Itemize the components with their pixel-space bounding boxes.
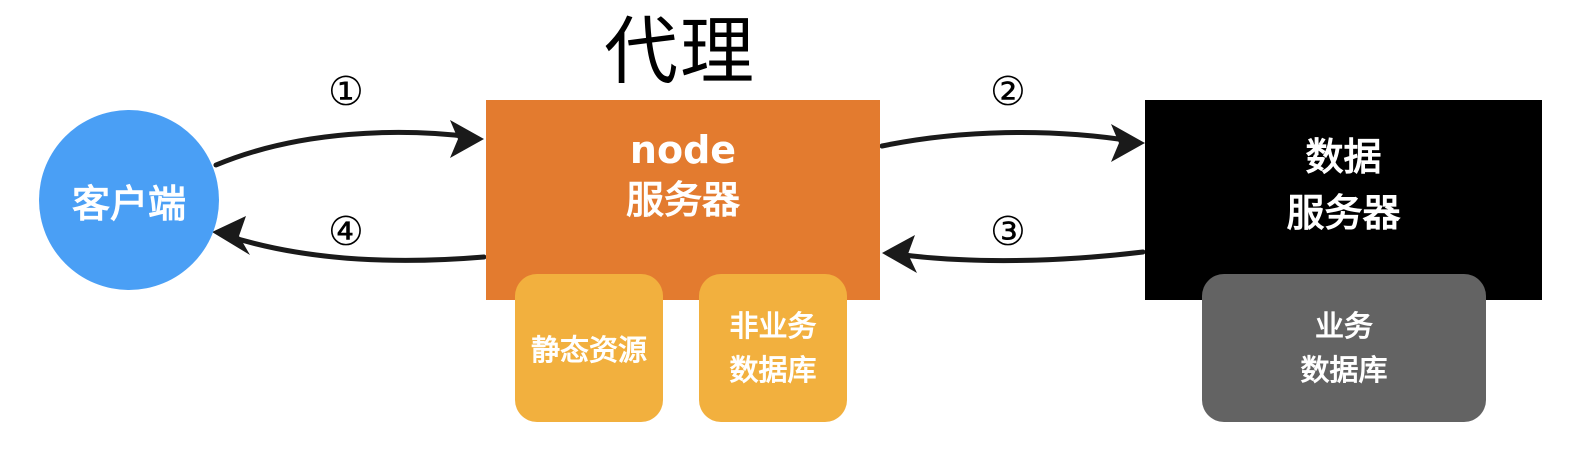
business-db-line1: 业务 (1314, 309, 1373, 343)
non-business-db-line2: 数据库 (729, 353, 817, 387)
step-4-label: ④ (328, 209, 364, 255)
client-node: 客户端 (39, 110, 219, 290)
business-db-line2: 数据库 (1300, 353, 1388, 387)
step-3-label: ③ (990, 209, 1026, 255)
client-label: 客户端 (71, 181, 186, 226)
arrow-data-to-node (893, 249, 1146, 264)
data-server-box: 数据 服务器 (1145, 100, 1542, 300)
arrowhead-node-to-data (1111, 124, 1145, 162)
arrowhead-data-to-node (882, 235, 917, 273)
data-server-line1: 数据 (1305, 135, 1382, 179)
data-server-line2: 服务器 (1286, 191, 1401, 235)
non-business-db-box: 非业务 数据库 (699, 274, 847, 422)
business-db-box: 业务 数据库 (1202, 274, 1486, 422)
node-server-line1: node (629, 128, 737, 172)
arrow-node-to-data (879, 129, 1135, 149)
step-1-label: ① (328, 69, 364, 115)
arrow-node-to-client (225, 233, 487, 263)
static-resources-label: 静态资源 (530, 333, 647, 367)
arrow-client-to-node (213, 129, 475, 168)
arrowhead-client-to-node (450, 120, 484, 158)
non-business-db-line1: 非业务 (729, 309, 817, 343)
node-server-box: node 服务器 (486, 100, 880, 300)
diagram-title: 代理 (604, 9, 756, 95)
arrowhead-node-to-client (212, 216, 250, 255)
static-resources-box: 静态资源 (515, 274, 663, 422)
node-server-line2: 服务器 (625, 178, 740, 222)
step-2-label: ② (990, 69, 1026, 115)
